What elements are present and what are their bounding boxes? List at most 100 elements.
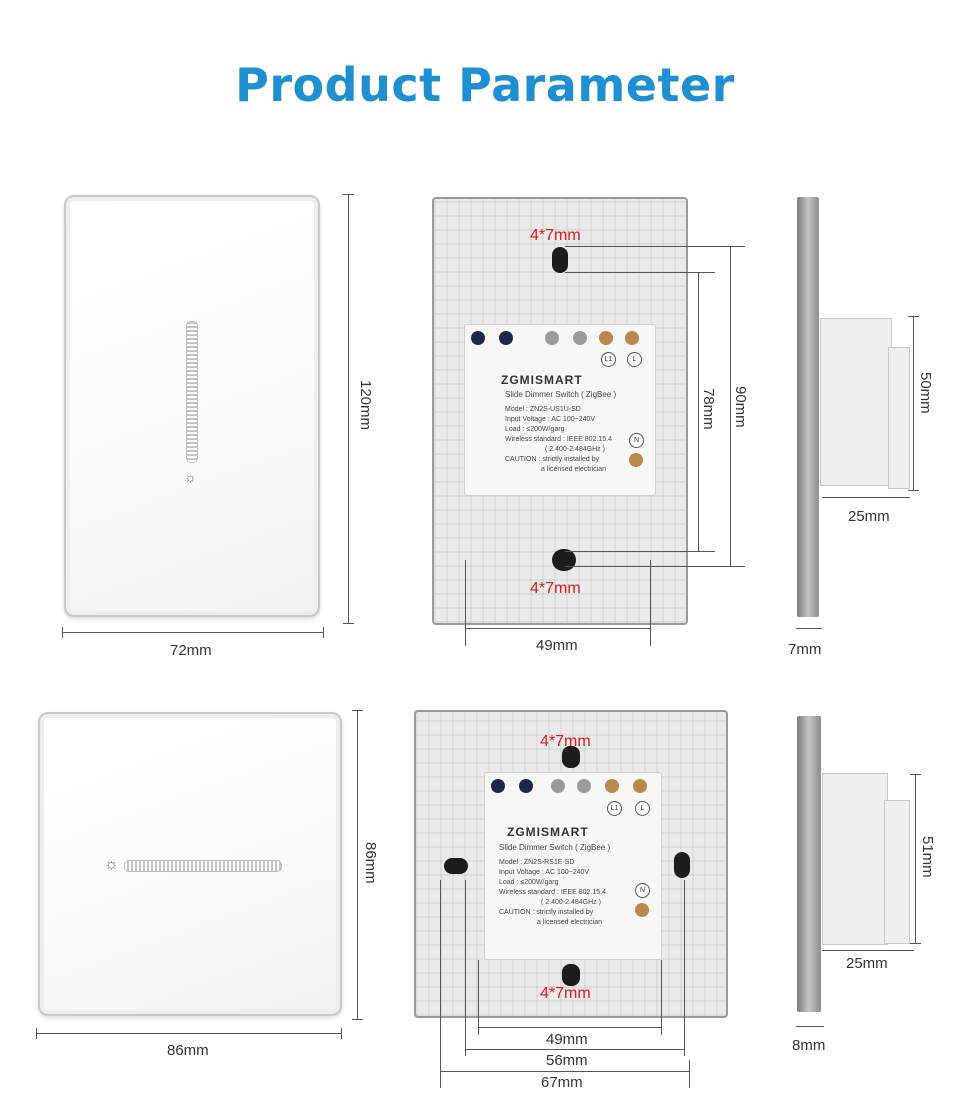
side-body-back-eu [884,800,910,944]
hole-span-outer-label: 90mm [732,386,749,428]
mount-hole-left [444,858,468,874]
dim-line-horizontal [796,1026,824,1027]
terminal-label: L1 [607,801,622,816]
back-width-67-label: 67mm [541,1074,583,1091]
dim-line-vertical [913,316,914,491]
hole-size-top: 4*7mm [540,733,591,750]
side-depth-label: 51mm [919,836,936,878]
terminal-label: N [635,883,650,898]
spec-line: Model : ZN2S-RS1E-SD [499,859,575,866]
spec-line: CAUTION : strictly installed by [499,909,594,916]
side-body-back-us [888,347,910,489]
back-width-label: 49mm [536,637,578,654]
side-body-label: 25mm [848,508,890,525]
dim-ext-line [565,551,715,552]
mount-hole-top [562,746,580,768]
dim-ext-line [565,566,745,567]
back-width-49-label: 49mm [546,1031,588,1048]
terminal-screw [551,779,565,793]
terminal-screw [625,331,639,345]
front-height-label: 120mm [357,380,374,431]
back-panel-eu: L1 L ZGMISMART Slide Dimmer Switch ( Zig… [414,710,728,1018]
terminal-label: L [627,352,642,367]
terminal-screw [491,779,505,793]
dim-line-horizontal [36,1033,342,1034]
dim-tick [352,710,363,711]
dim-tick [908,490,919,491]
dim-tick [352,1019,363,1020]
dim-ext-line [565,246,745,247]
side-plate-us [797,197,819,617]
mount-hole-top [552,247,568,273]
terminal-screw [605,779,619,793]
spec-line: Load : ≤200W/garg [505,426,565,433]
spec-line: Input Voltage : AC 100~240V [505,416,596,423]
spec-line: Slide Dimmer Switch ( ZigBee ) [505,390,617,399]
dim-tick [910,943,921,944]
spec-line: a licensed electrician [537,919,602,926]
dim-tick [689,1060,690,1088]
slider-track-horizontal [124,860,282,872]
front-panel-eu: ☼ [38,712,342,1016]
terminal-screw [635,903,649,917]
terminal-screw [499,331,513,345]
back-width-56-label: 56mm [546,1052,588,1069]
dim-line-horizontal [440,1071,690,1072]
dim-tick [440,880,441,1088]
terminal-label: L1 [601,352,616,367]
terminal-screw [545,331,559,345]
dim-line-horizontal [822,497,910,498]
dim-tick [465,880,466,1056]
spec-line: ( 2.400-2.484GHz ) [545,446,605,453]
spec-line: Slide Dimmer Switch ( ZigBee ) [499,843,611,852]
spec-line: a licensed electrician [541,466,606,473]
dim-ext-line [565,272,715,273]
dim-line-vertical [348,194,349,624]
dim-line-horizontal [465,1049,685,1050]
terminal-screw [577,779,591,793]
hole-span-inner-label: 78mm [700,388,717,430]
dim-tick [465,560,466,646]
terminal-module: L1 L ZGMISMART Slide Dimmer Switch ( Zig… [464,324,656,496]
dim-line-horizontal [62,632,324,633]
spec-line: Model : ZN2S-US1U-SD [505,406,581,413]
spec-line: CAUTION : strictly installed by [505,456,600,463]
front-panel-us: ☼ [64,195,320,617]
mount-hole-bottom [552,549,576,571]
terminal-module: L1 L ZGMISMART Slide Dimmer Switch ( Zig… [484,772,662,960]
dim-tick [661,960,662,1035]
sun-icon: ☼ [184,469,197,485]
dim-line-horizontal [465,628,650,629]
dim-tick [650,560,651,646]
side-plate-label: 8mm [792,1037,826,1054]
mount-hole-right [674,852,690,878]
dim-tick [343,194,354,195]
spec-line: Load : ≤200W/garg [499,879,559,886]
front-width-label: 72mm [170,642,212,659]
dim-line-horizontal [822,950,914,951]
terminal-screw [471,331,485,345]
sun-icon: ☼ [104,856,119,873]
spec-line: Input Voltage : AC 100~240V [499,869,590,876]
hole-size-bottom: 4*7mm [540,985,591,1002]
terminal-screw [629,453,643,467]
side-plate-eu [797,716,821,1012]
spec-line: ( 2.400-2.484GHz ) [541,899,601,906]
dim-tick [908,316,919,317]
dim-line-horizontal [796,628,822,629]
terminal-label: L [635,801,650,816]
front-height-label: 86mm [362,842,379,884]
dim-line-vertical [357,710,358,1020]
side-plate-label: 7mm [788,641,822,658]
back-panel-us: L1 L ZGMISMART Slide Dimmer Switch ( Zig… [432,197,688,625]
dim-tick [684,880,685,1056]
dim-tick [36,1028,37,1039]
dim-tick [341,1028,342,1039]
dim-line-vertical [915,774,916,944]
side-body-eu [822,773,888,945]
side-body-label: 25mm [846,955,888,972]
terminal-screw [519,779,533,793]
front-width-label: 86mm [167,1042,209,1059]
terminal-screw [573,331,587,345]
terminal-screw [599,331,613,345]
